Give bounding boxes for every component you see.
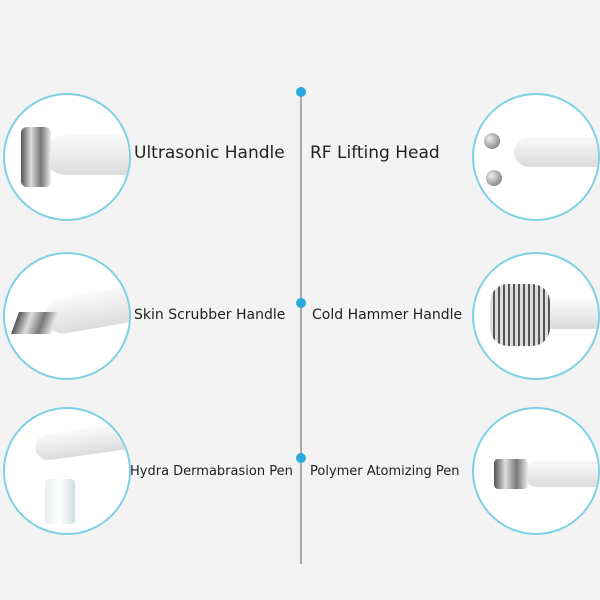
item-label-polymer-atomizing-pen: Polymer Atomizing Pen — [310, 464, 460, 479]
item-label-cold-hammer-handle: Cold Hammer Handle — [312, 307, 463, 323]
cold-hammer-handle-icon — [472, 252, 600, 380]
item-label-skin-scrubber-handle: Skin Scrubber Handle — [134, 307, 286, 323]
hydra-dermabrasion-pen-icon — [3, 407, 131, 535]
rf-lifting-head-icon — [472, 93, 600, 221]
timeline-dot — [296, 87, 306, 97]
polymer-atomizing-pen-icon — [472, 407, 600, 535]
timeline-dot — [296, 298, 306, 308]
skin-scrubber-handle-icon — [3, 252, 131, 380]
item-label-ultrasonic-handle: Ultrasonic Handle — [134, 143, 285, 163]
timeline-dot — [296, 453, 306, 463]
ultrasonic-handle-icon — [3, 93, 131, 221]
item-label-rf-lifting-head: RF Lifting Head — [310, 143, 440, 163]
center-divider-line — [300, 92, 302, 564]
item-label-hydra-dermabrasion-pen: Hydra Dermabrasion Pen — [130, 464, 293, 479]
